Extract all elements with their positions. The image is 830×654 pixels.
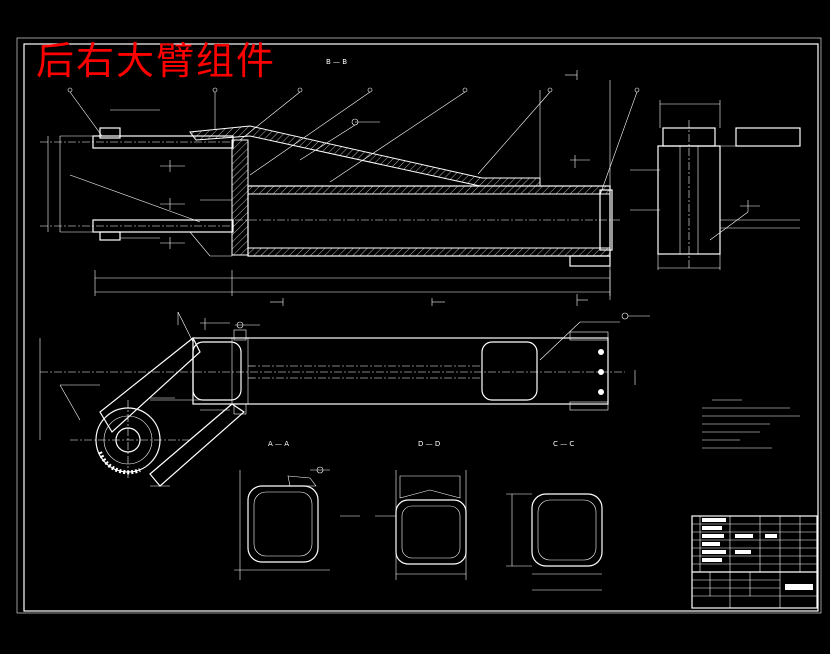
section-aa-label: A — A [268,440,289,448]
section-bb-label: B — B [326,58,347,66]
plan-view [39,311,650,487]
end-plate [231,139,249,256]
title-block [691,515,818,609]
section-dd-label: D — D [418,440,440,448]
outer-frame [16,37,822,614]
main-beam-body [247,185,611,257]
plan-beam [192,337,609,405]
beam-end-cap [599,189,613,251]
front-clevis-cap2 [99,231,121,241]
front-view: B — B [40,58,640,306]
title-stamp: 后右大臂组件 [36,39,276,83]
section-cc-label: C — C [553,440,574,448]
main-beam-bottom-flange [247,247,611,257]
inner-frame [23,43,819,612]
plan-start-pad [192,341,242,401]
beam-end-stub [569,255,611,267]
clevis-weld [98,451,141,475]
plan-end-pad [481,341,538,401]
section-dd: D — D [375,440,467,580]
plan-arm [99,337,201,433]
plan-arm-lower [149,403,245,487]
side-view [630,100,801,270]
technical-notes [702,399,800,449]
section-cc: C — C [506,440,603,591]
section-aa: A — A [234,440,360,580]
side-top-flange [735,127,801,147]
main-beam-top-flange [247,185,611,195]
front-gusset [189,231,233,257]
